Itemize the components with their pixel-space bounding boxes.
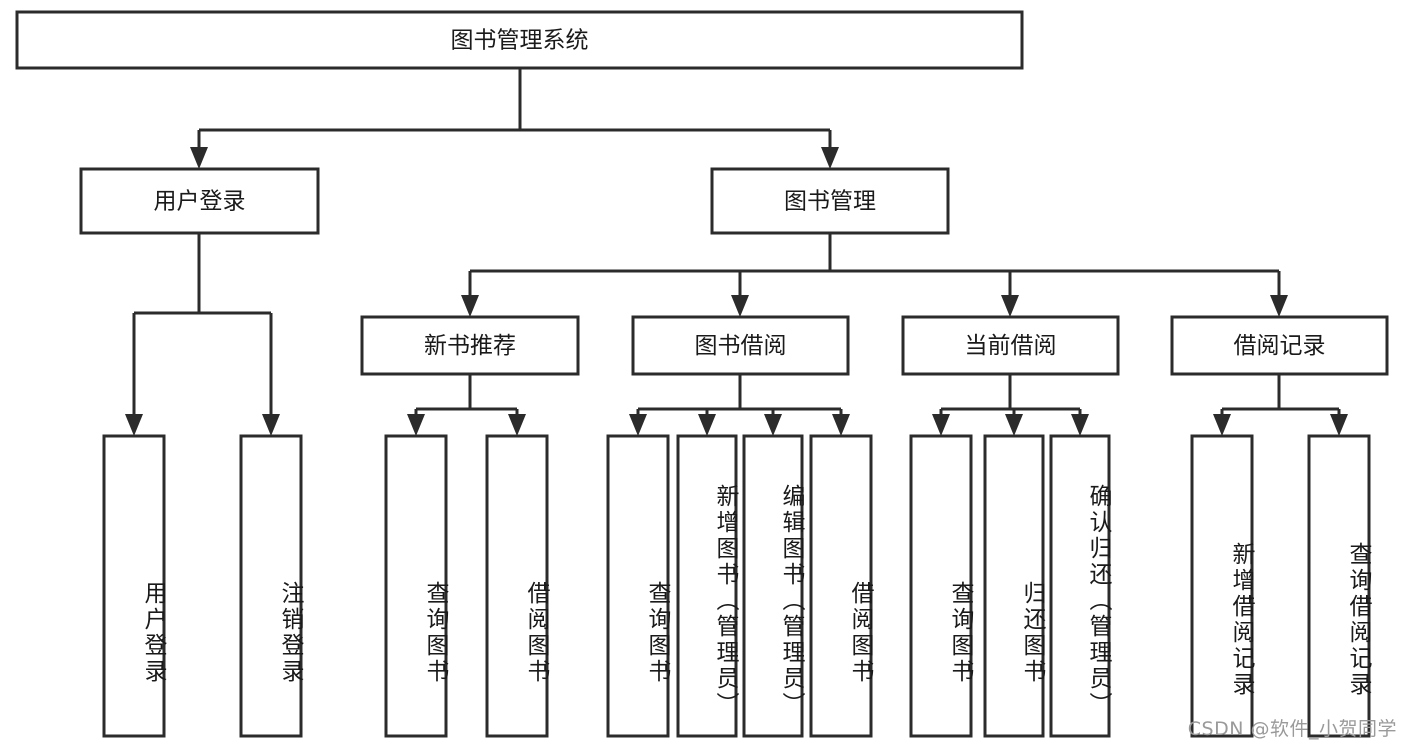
arrow-head-icon <box>629 414 647 436</box>
node-label-current-borrow: 当前借阅 <box>965 333 1057 359</box>
node-box-leaf-query-borrow-record[interactable] <box>1307 434 1371 738</box>
arrow-head-icon <box>1330 414 1348 436</box>
node-label-borrow-record: 借阅记录 <box>1234 333 1326 359</box>
node-box-leaf-query-book-1[interactable] <box>384 434 448 738</box>
node-box-borrow-record[interactable] <box>1170 315 1389 376</box>
node-label-root: 图书管理系统 <box>451 28 589 54</box>
node-box-leaf-return-book[interactable] <box>983 434 1045 738</box>
node-box-leaf-edit-book[interactable] <box>742 434 804 738</box>
arrow-head-icon <box>832 414 850 436</box>
arrow-head-icon <box>698 414 716 436</box>
node-box-root[interactable] <box>15 10 1024 70</box>
node-box-book-borrow[interactable] <box>631 315 850 376</box>
node-box-book-management[interactable] <box>710 167 950 235</box>
node-box-leaf-query-book-3[interactable] <box>909 434 973 738</box>
arrow-head-icon <box>407 414 425 436</box>
arrow-head-icon <box>1005 414 1023 436</box>
node-box-layer <box>15 10 1389 738</box>
node-box-current-borrow[interactable] <box>901 315 1120 376</box>
arrow-head-icon <box>1270 295 1288 317</box>
arrow-head-icon <box>125 414 143 436</box>
arrow-head-icon <box>1213 414 1231 436</box>
node-box-leaf-confirm-return[interactable] <box>1049 434 1111 738</box>
node-box-leaf-add-borrow-record[interactable] <box>1190 434 1254 738</box>
arrow-head-icon <box>932 414 950 436</box>
node-box-leaf-logout[interactable] <box>239 434 303 738</box>
node-box-leaf-add-book[interactable] <box>676 434 738 738</box>
arrow-head-icon <box>731 295 749 317</box>
node-label-user-login: 用户登录 <box>154 189 246 215</box>
arrow-head-icon <box>1001 295 1019 317</box>
csdn-watermark: CSDN @软件_小贺同学 <box>1187 718 1397 740</box>
connector-layer <box>125 68 1348 436</box>
arrow-head-icon <box>508 414 526 436</box>
arrow-head-icon <box>821 147 839 169</box>
arrow-head-icon <box>262 414 280 436</box>
node-box-leaf-borrow-book-2[interactable] <box>809 434 873 738</box>
arrow-head-icon <box>1071 414 1089 436</box>
node-box-leaf-user-login[interactable] <box>102 434 166 738</box>
arrow-head-icon <box>461 295 479 317</box>
node-box-leaf-borrow-book-1[interactable] <box>485 434 549 738</box>
node-label-book-management: 图书管理 <box>784 189 876 215</box>
arrow-head-icon <box>764 414 782 436</box>
node-box-new-book-recommend[interactable] <box>360 315 580 376</box>
node-label-new-book-recommend: 新书推荐 <box>424 333 516 359</box>
arrow-head-icon <box>190 147 208 169</box>
node-label-book-borrow: 图书借阅 <box>695 333 787 359</box>
node-box-user-login[interactable] <box>79 167 320 235</box>
node-box-leaf-query-book-2[interactable] <box>606 434 670 738</box>
